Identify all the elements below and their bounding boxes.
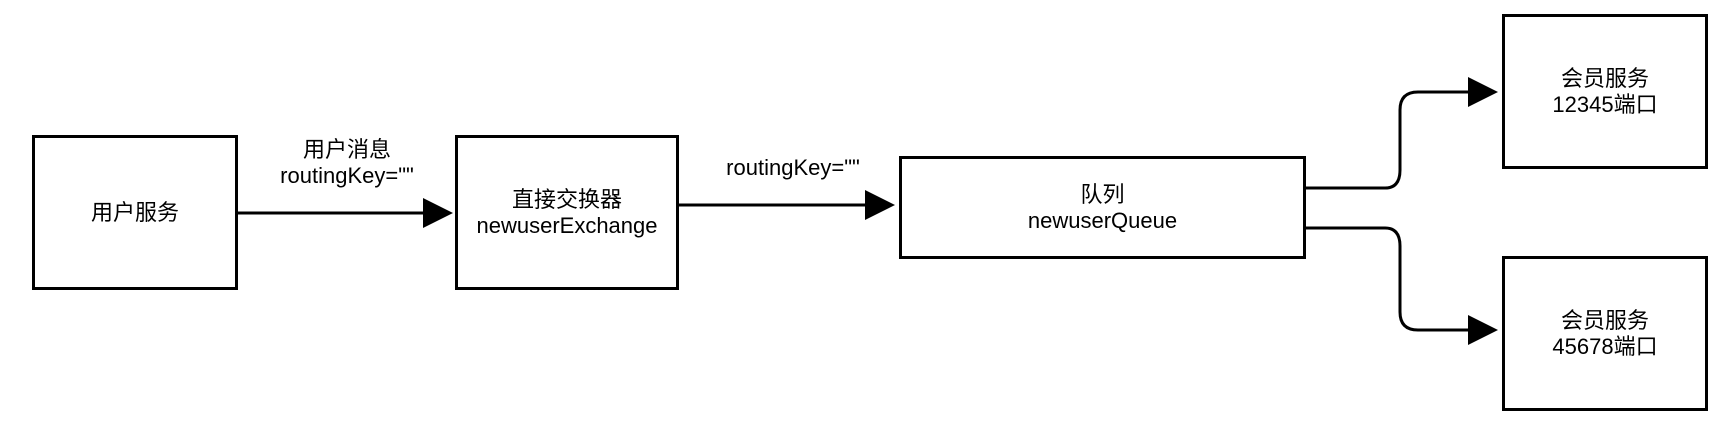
node-member-a-line1: 会员服务 xyxy=(1560,65,1649,91)
edge-queue-member-a xyxy=(1279,77,1498,203)
node-member-service-a: 会员服务 12345端口 xyxy=(1502,14,1708,169)
node-user-service-label: 用户服务 xyxy=(90,199,179,225)
node-member-service-b: 会员服务 45678端口 xyxy=(1502,256,1708,411)
node-queue: 队列 newuserQueue xyxy=(899,156,1306,259)
node-queue-line1: 队列 xyxy=(1080,181,1125,207)
node-member-b-line1: 会员服务 xyxy=(1560,307,1649,333)
edge-label-exchange-to-queue: routingKey="" xyxy=(708,155,878,181)
edge-label-service-to-exchange: 用户消息 routingKey="" xyxy=(262,137,432,189)
node-queue-line2: newuserQueue xyxy=(1027,207,1178,233)
node-exchange-line2: newuserExchange xyxy=(476,212,658,238)
node-direct-exchange: 直接交换器 newuserExchange xyxy=(455,135,679,290)
node-user-service: 用户服务 xyxy=(32,135,238,290)
edge-label-routingkey: routingKey="" xyxy=(726,155,860,180)
edge-label-line1: 用户消息 xyxy=(302,137,391,162)
node-member-a-line2: 12345端口 xyxy=(1552,91,1658,117)
node-member-b-line2: 45678端口 xyxy=(1552,333,1658,359)
node-exchange-line1: 直接交换器 xyxy=(511,186,622,212)
edge-queue-member-b xyxy=(1279,213,1498,345)
edge-label-line2: routingKey="" xyxy=(280,163,414,188)
